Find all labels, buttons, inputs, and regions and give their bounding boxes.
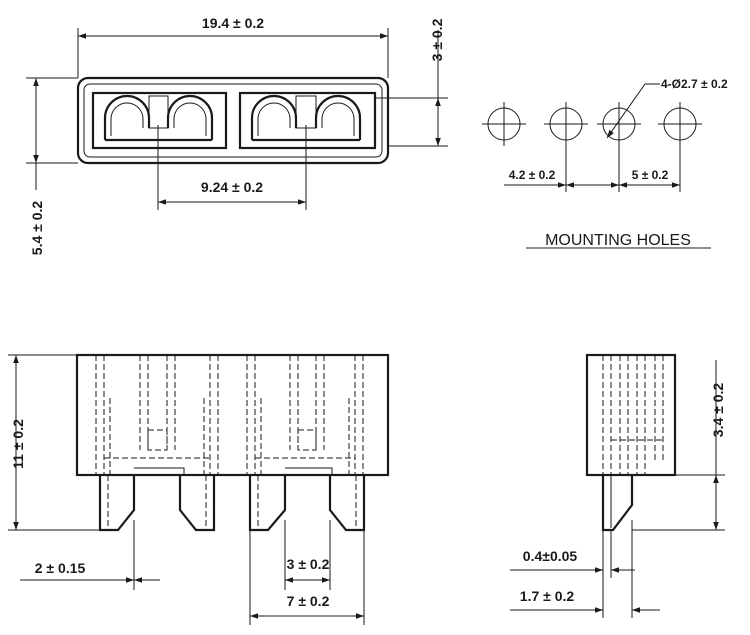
top-view: 19.4 ± 0.2 3 ± 0.2 9.24 ± 0.2 5.4 ± 0.2	[26, 15, 448, 255]
pin-pitch-label: 9.24 ± 0.2	[201, 179, 263, 195]
right-cavity	[238, 91, 377, 150]
hole-diameter-label: 4-Ø2.7 ± 0.2	[661, 77, 728, 91]
overall-width-label: 19.4 ± 0.2	[202, 15, 264, 31]
front-hidden-lines	[95, 355, 364, 475]
hole-2	[544, 102, 588, 192]
top-body-inner	[83, 83, 383, 158]
hole-1	[482, 102, 526, 146]
hole-spacing-b-label: 5 ± 0.2	[632, 168, 669, 182]
side-body-outline	[585, 353, 677, 477]
top-body-outline	[76, 76, 390, 165]
mounting-holes-view: 4-Ø2.7 ± 0.2 4.2 ± 0.2 5 ± 0.2 MOUNTING …	[482, 77, 728, 249]
hole-4	[658, 102, 702, 192]
hole-3	[597, 102, 641, 192]
terminal-u-shapes	[103, 94, 362, 142]
mounting-holes-title: MOUNTING HOLES	[545, 232, 691, 249]
body-depth-label: 5.4 ± 0.2	[29, 201, 45, 256]
overall-height-label: 3 ± 0.2	[429, 18, 445, 61]
side-offset-label: 1.7 ± 0.2	[520, 588, 575, 604]
front-terminals	[98, 467, 366, 532]
side-terminal	[601, 475, 634, 532]
side-height-label: 3.4 ± 0.2	[710, 383, 726, 438]
terminal-thickness-label: 0.4±0.05	[523, 548, 578, 564]
terminal-gap-label: 3 ± 0.2	[287, 556, 330, 572]
front-body-outline	[75, 353, 390, 477]
terminal-width-label: 2 ± 0.15	[35, 560, 86, 576]
hole-spacing-a-label: 4.2 ± 0.2	[509, 168, 556, 182]
side-view: 3.4 ± 0.2 0.4±0.05 1.7 ± 0.2	[510, 353, 726, 618]
front-view: 11 ± 0.2 2 ± 0.15 3 ± 0.2 7 ± 0.2	[8, 353, 390, 625]
terminal-span-label: 7 ± 0.2	[287, 593, 330, 609]
left-cavity	[91, 91, 228, 150]
side-hidden-lines	[602, 355, 664, 475]
body-height-label: 11 ± 0.2	[10, 419, 26, 469]
